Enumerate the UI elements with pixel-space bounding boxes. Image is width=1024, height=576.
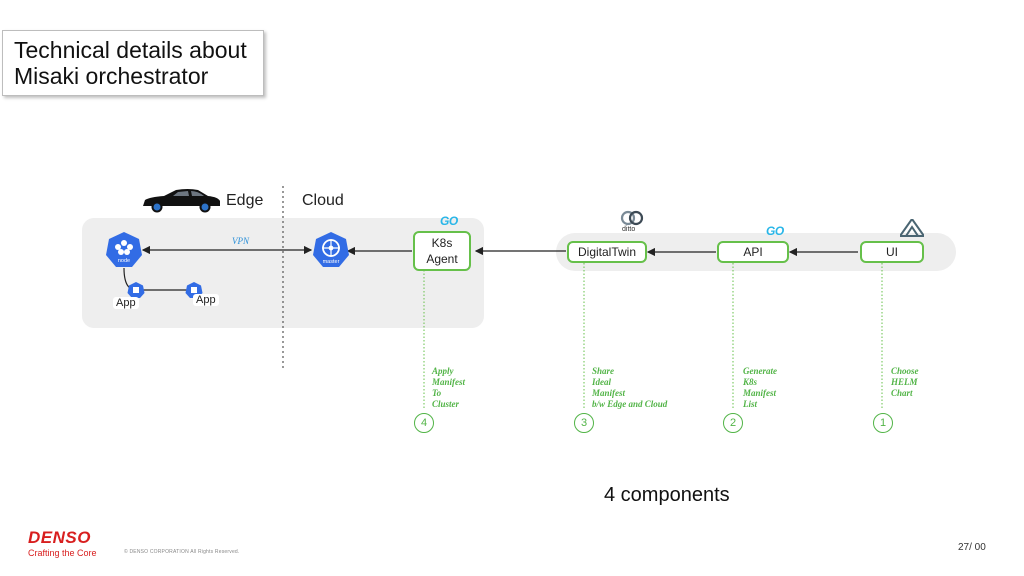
denso-logo: DENSO [28,528,91,547]
master-text: master [323,259,340,265]
go-logo-icon: GO [440,214,458,228]
car-icon [143,189,220,213]
step-number: 3 [574,413,594,433]
go-logo-icon: GO [766,224,784,238]
app-label: App [113,297,139,309]
page-number: 27/ 00 [958,542,986,553]
step-number: 1 [873,413,893,433]
pod-icon [127,282,145,298]
title-box [2,30,264,96]
app-label: App [193,294,219,306]
vpn-label: VPN [232,236,249,246]
k8s-agent-line2: Agent [426,252,458,266]
k8s-agent-box: K8s Agent [413,231,471,271]
edge-label: Edge [226,192,264,209]
ditto-logo-text: ditto [622,226,636,233]
slide-title-line1: Technical details about [14,37,247,63]
k8s-node-icon: node [106,232,142,267]
api-box: API [717,241,789,263]
k8s-agent-line1: K8s [431,236,453,250]
digitaltwin-box: DigitalTwin [567,241,647,263]
denso-tagline: Crafting the Core [28,548,97,558]
node-text: node [118,258,130,264]
step-number: 2 [723,413,743,433]
ditto-logo-icon [620,210,644,226]
cloud-label: Cloud [302,192,344,209]
slide-title-line2: Misaki orchestrator [14,63,209,89]
edge-cloud-divider [282,186,284,368]
components-summary: 4 components [604,484,730,506]
copyright-text: © DENSO CORPORATION All Rights Reserved. [124,549,240,555]
ui-box: UI [860,241,924,263]
vue-icon [900,219,924,237]
k8s-master-icon: master [313,232,349,267]
step-number: 4 [414,413,434,433]
